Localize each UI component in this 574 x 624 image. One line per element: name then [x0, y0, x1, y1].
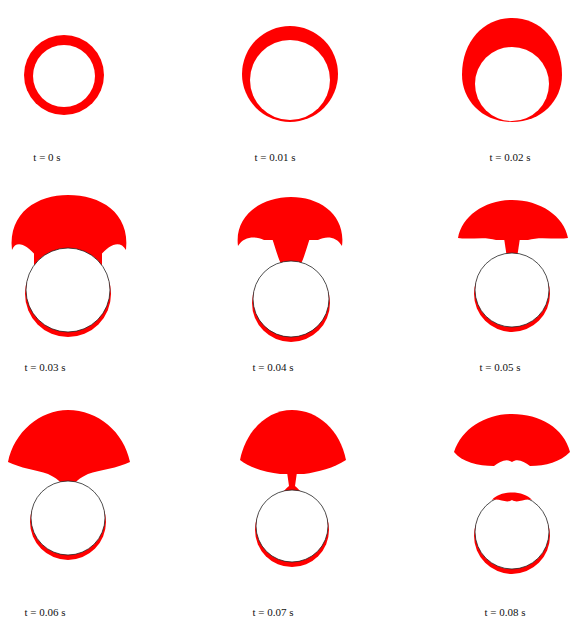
bubble	[31, 481, 105, 555]
time-label: t = 0.01 s	[254, 151, 295, 163]
liquid-shell	[24, 35, 104, 115]
time-label: t = 0.07 s	[252, 606, 293, 618]
time-label: t = 0.02 s	[489, 151, 530, 163]
bubble	[475, 253, 549, 327]
frame-shape	[24, 35, 104, 115]
bubble	[475, 47, 549, 121]
bubble	[256, 490, 328, 562]
bubble	[26, 248, 110, 332]
frame-shape	[12, 195, 127, 337]
bubble	[253, 261, 329, 337]
liquid-shell	[462, 18, 562, 122]
bubble	[475, 495, 549, 569]
frame-shape	[240, 410, 346, 567]
liquid-cap	[454, 414, 570, 466]
frame-shape	[8, 410, 130, 560]
liquid-cap	[240, 410, 346, 474]
bubble	[33, 45, 95, 107]
frame-shape	[458, 200, 568, 332]
time-label: t = 0.03 s	[24, 361, 65, 373]
time-label: t = 0.04 s	[252, 361, 293, 373]
frame-shape	[242, 26, 338, 122]
liquid-shell	[242, 26, 338, 122]
time-label: t = 0 s	[33, 151, 60, 163]
liquid-cap	[12, 195, 127, 256]
liquid-cap	[8, 410, 130, 488]
frame-shape	[238, 197, 343, 342]
time-label: t = 0.05 s	[479, 361, 520, 373]
frame-shape	[462, 18, 562, 122]
liquid-remnant	[492, 493, 532, 502]
time-label: t = 0.08 s	[484, 606, 525, 618]
bubble	[250, 40, 330, 120]
liquid-cap	[458, 200, 568, 240]
time-label: t = 0.06 s	[24, 606, 65, 618]
frame-shape	[454, 414, 570, 574]
